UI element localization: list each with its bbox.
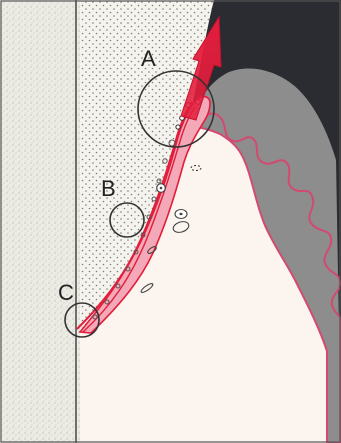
label-b: B <box>101 176 116 201</box>
root-speckled-region <box>0 0 80 443</box>
label-a: A <box>141 46 156 71</box>
label-c: C <box>58 280 74 305</box>
